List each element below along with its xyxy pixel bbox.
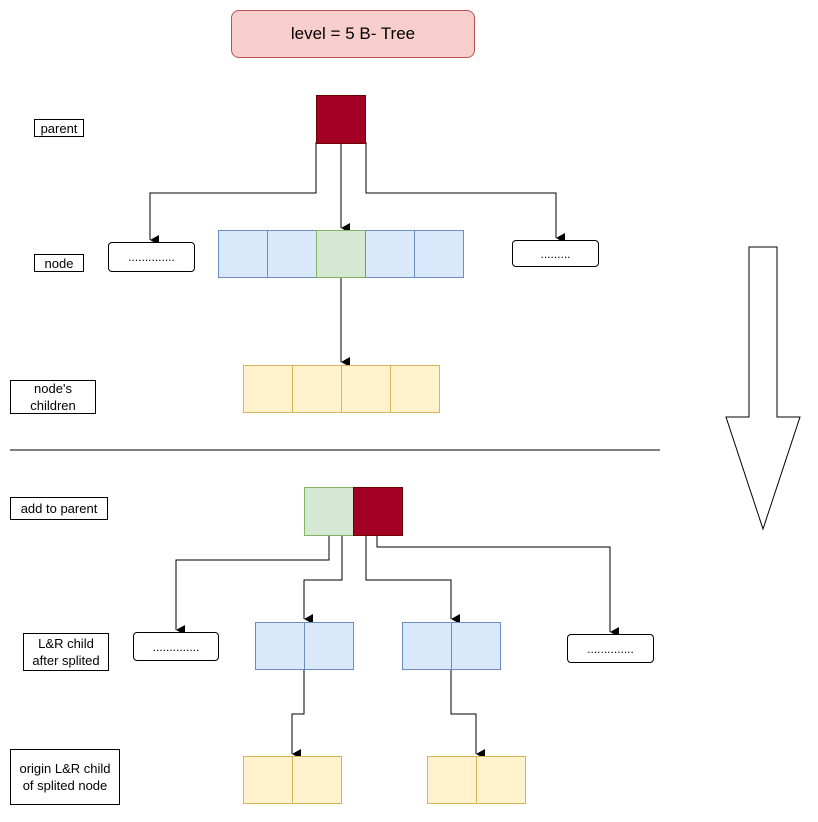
left-placeholder-after: .............. [133, 632, 219, 661]
edge-left-child-to-origin [291, 670, 305, 759]
left-child-key-1 [255, 622, 305, 670]
edge-bottom-to-left-placeholder [175, 536, 330, 635]
big-down-arrow [725, 246, 801, 531]
right-child-key-1 [402, 622, 452, 670]
node-key-5 [414, 230, 464, 278]
node-key-2 [267, 230, 317, 278]
child-key-1 [243, 365, 293, 413]
origin-right-child-key-1 [427, 756, 477, 804]
node-key-1 [218, 230, 268, 278]
right-placeholder-after: .............. [567, 634, 654, 663]
parent-key-after [353, 487, 403, 536]
label-parent: parent [34, 119, 84, 137]
edge-bottom-to-left-child [303, 536, 343, 624]
label-node: node [34, 254, 84, 272]
left-sibling-placeholder: .............. [108, 242, 195, 272]
label-lr-child-after-splited: L&R child after splited [23, 633, 109, 671]
child-key-2 [292, 365, 342, 413]
origin-left-child-key-1 [243, 756, 293, 804]
node-key-median [316, 230, 366, 278]
label-add-to-parent: add to parent [10, 497, 108, 520]
diagram-title: level = 5 B- Tree [231, 10, 475, 58]
parent-key [316, 95, 366, 144]
child-key-3 [341, 365, 391, 413]
promoted-median-key [304, 487, 354, 536]
edge-parent-to-left [149, 142, 317, 245]
right-child-key-2 [451, 622, 501, 670]
node-key-4 [365, 230, 415, 278]
edge-bottom-to-right-placeholder [376, 536, 619, 637]
child-key-4 [390, 365, 440, 413]
origin-right-child-key-2 [476, 756, 526, 804]
label-nodes-children: node's children [10, 380, 96, 414]
edge-parent-to-right [365, 142, 565, 243]
origin-left-child-key-2 [292, 756, 342, 804]
edge-bottom-to-right-child [365, 536, 460, 624]
left-child-key-2 [304, 622, 354, 670]
right-sibling-placeholder: ......... [512, 240, 599, 267]
edge-right-child-to-origin [450, 670, 485, 759]
label-origin-lr-child: origin L&R child of splited node [10, 749, 120, 805]
